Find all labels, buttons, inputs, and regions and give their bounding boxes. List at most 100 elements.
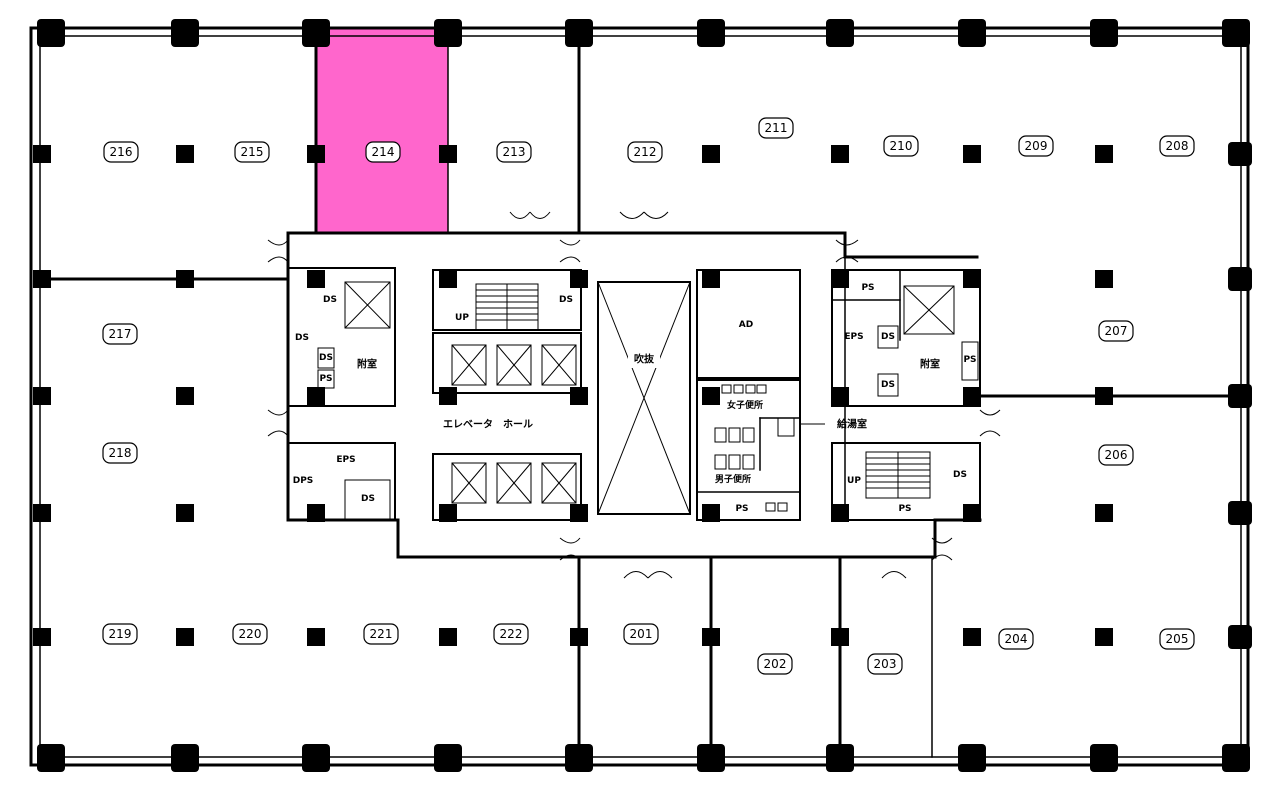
ds-label: DS (881, 380, 895, 390)
room-tag-212[interactable]: 212 (627, 141, 663, 163)
column (958, 744, 986, 772)
up-label: UP (847, 476, 861, 486)
column (570, 504, 588, 522)
column (697, 744, 725, 772)
column (1095, 270, 1113, 288)
column (1090, 19, 1118, 47)
mens-toilet-label: 男子便所 (715, 473, 751, 485)
womens-toilet-label: 女子便所 (727, 399, 763, 411)
column (963, 628, 981, 646)
room-tag-213[interactable]: 213 (496, 141, 532, 163)
column (570, 628, 588, 646)
up-label: UP (455, 313, 469, 323)
column (1090, 744, 1118, 772)
room-tag-219[interactable]: 219 (102, 623, 138, 645)
ds-label: DS (323, 295, 337, 305)
room-number: 203 (874, 657, 897, 671)
room-tag-216[interactable]: 216 (103, 141, 139, 163)
column (565, 744, 593, 772)
ps-label: PS (735, 504, 748, 514)
eps-label: EPS (844, 332, 863, 342)
room-number: 202 (764, 657, 787, 671)
column (33, 145, 51, 163)
ps-label: PS (963, 355, 976, 365)
room-tag-218[interactable]: 218 (102, 442, 138, 464)
room-tag-215[interactable]: 215 (234, 141, 270, 163)
column (702, 628, 720, 646)
column (831, 628, 849, 646)
right-core: PS EPS DS 附室 PS DS UP DS PS (831, 269, 981, 521)
room-tag-202[interactable]: 202 (757, 653, 793, 675)
room-number: 214 (372, 145, 395, 159)
column (702, 145, 720, 163)
column (826, 19, 854, 47)
highlighted-room-214[interactable] (316, 27, 448, 233)
column (176, 387, 194, 405)
room-number: 217 (109, 327, 132, 341)
column (176, 628, 194, 646)
room-number: 210 (890, 139, 913, 153)
elevator-block: UP DS エレベータ ホール (432, 269, 582, 521)
column (439, 387, 457, 405)
left-core: DS DS DS PS 附室 EPS DPS DS (287, 267, 396, 521)
column (307, 504, 325, 522)
column (171, 19, 199, 47)
room-number: 205 (1166, 632, 1189, 646)
room-number: 207 (1105, 324, 1128, 338)
room-number: 213 (503, 145, 526, 159)
room-tag-214[interactable]: 214 (365, 141, 401, 163)
room-tag-206[interactable]: 206 (1098, 444, 1134, 466)
ps-label: PS (898, 504, 911, 514)
room-tag-211[interactable]: 211 (758, 117, 794, 139)
structural-columns (33, 19, 1252, 772)
room-tag-221[interactable]: 221 (363, 623, 399, 645)
room-tag-203[interactable]: 203 (867, 653, 903, 675)
pantry-label: 給湯室 (837, 418, 867, 431)
stair-right (865, 451, 931, 499)
column (176, 145, 194, 163)
column (570, 270, 588, 288)
column (1228, 501, 1252, 525)
room-tag-217[interactable]: 217 (102, 323, 138, 345)
room-tag-204[interactable]: 204 (998, 628, 1034, 650)
room-tag-201[interactable]: 201 (623, 623, 659, 645)
column (565, 19, 593, 47)
column (1222, 744, 1250, 772)
column (439, 628, 457, 646)
column (963, 270, 981, 288)
ds-label: DS (559, 295, 573, 305)
column (963, 387, 981, 405)
room-tag-208[interactable]: 208 (1159, 135, 1195, 157)
column (434, 19, 462, 47)
column (570, 387, 588, 405)
ds-label: DS (361, 494, 375, 504)
column (33, 387, 51, 405)
column (702, 504, 720, 522)
column (1095, 504, 1113, 522)
room-number: 216 (110, 145, 133, 159)
column (831, 504, 849, 522)
room-tag-222[interactable]: 222 (493, 623, 529, 645)
column (439, 145, 457, 163)
room-tag-205[interactable]: 205 (1159, 628, 1195, 650)
ds-label: DS (295, 333, 309, 343)
room-tag-210[interactable]: 210 (883, 135, 919, 157)
column (307, 628, 325, 646)
column (302, 744, 330, 772)
column (831, 145, 849, 163)
column (702, 387, 720, 405)
room-tag-207[interactable]: 207 (1098, 320, 1134, 342)
column (307, 145, 325, 163)
column (439, 270, 457, 288)
room-number: 215 (241, 145, 264, 159)
room-number: 218 (109, 446, 132, 460)
column (302, 19, 330, 47)
column (1228, 142, 1252, 166)
doors (267, 211, 1001, 579)
column (33, 628, 51, 646)
column (1095, 628, 1113, 646)
ds-label: DS (319, 353, 333, 363)
room-tag-209[interactable]: 209 (1018, 135, 1054, 157)
room-tag-220[interactable]: 220 (232, 623, 268, 645)
